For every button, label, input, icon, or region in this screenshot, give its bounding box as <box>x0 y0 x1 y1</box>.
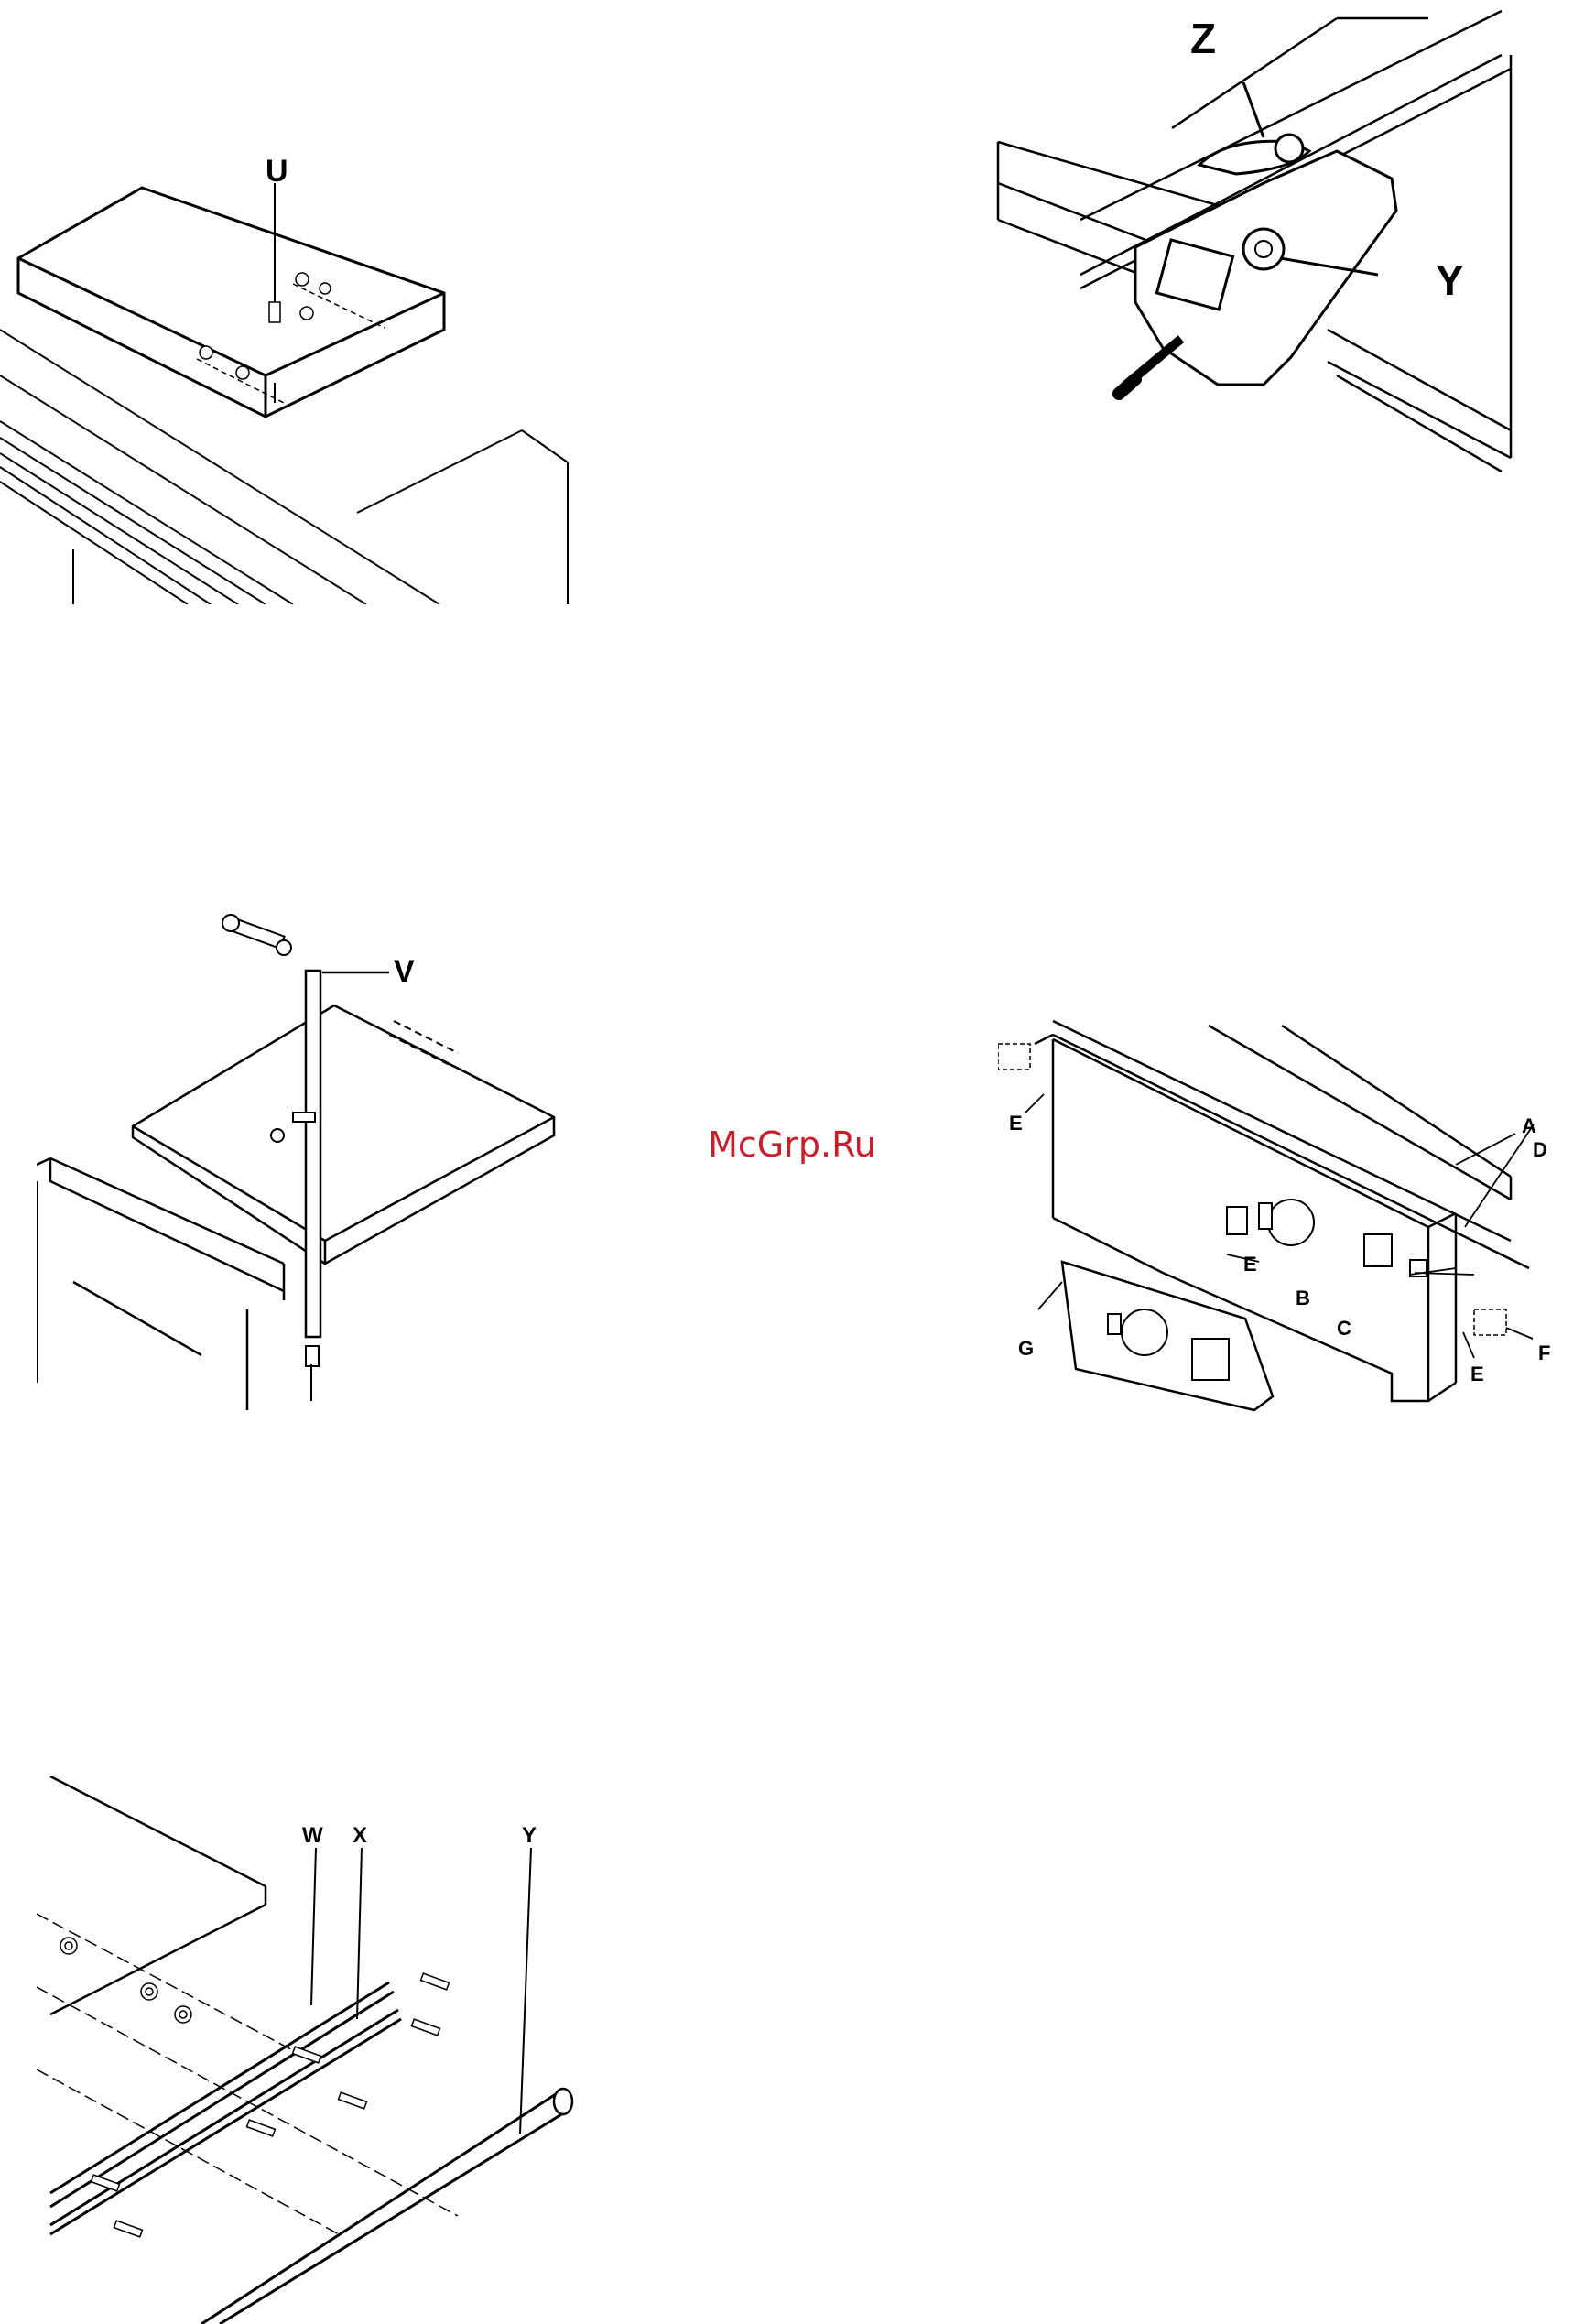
machine-frame-drawing: A D E E B C G E F <box>998 1007 1566 1483</box>
figure-machine-frame: A D E E B C G E F <box>998 1007 1566 1483</box>
callout-b: B <box>1296 1287 1310 1309</box>
rails-wxy-drawing: W X Y <box>37 1776 623 2324</box>
callout-y-clamp: Y <box>1436 256 1464 304</box>
callout-c: C <box>1337 1317 1351 1340</box>
fence-clamp-drawing: Z Y <box>989 0 1520 476</box>
callout-x: X <box>353 1823 367 1848</box>
callout-f: F <box>1538 1341 1550 1364</box>
figure-extension-table-u: U <box>0 147 586 604</box>
callout-w: W <box>302 1823 323 1848</box>
callout-e-left: E <box>1009 1112 1023 1135</box>
callout-d: D <box>1533 1138 1547 1161</box>
support-leg-v-drawing: V <box>37 907 623 1428</box>
callout-e-right: E <box>1470 1363 1484 1385</box>
callout-e-middle: E <box>1243 1253 1257 1276</box>
callout-u: U <box>266 154 288 189</box>
watermark-text: McGrp.Ru <box>659 1124 925 1165</box>
figure-fence-clamp-zy: Z Y <box>989 0 1520 476</box>
figure-support-leg-v: V <box>37 907 623 1428</box>
figure-rails-wxy: W X Y <box>37 1776 623 2324</box>
extension-table-u-drawing: U <box>0 147 586 604</box>
callout-y-rail: Y <box>522 1823 537 1848</box>
callout-z: Z <box>1190 15 1216 62</box>
callout-g: G <box>1018 1337 1034 1360</box>
callout-v: V <box>394 954 415 989</box>
callout-a: A <box>1522 1114 1536 1137</box>
